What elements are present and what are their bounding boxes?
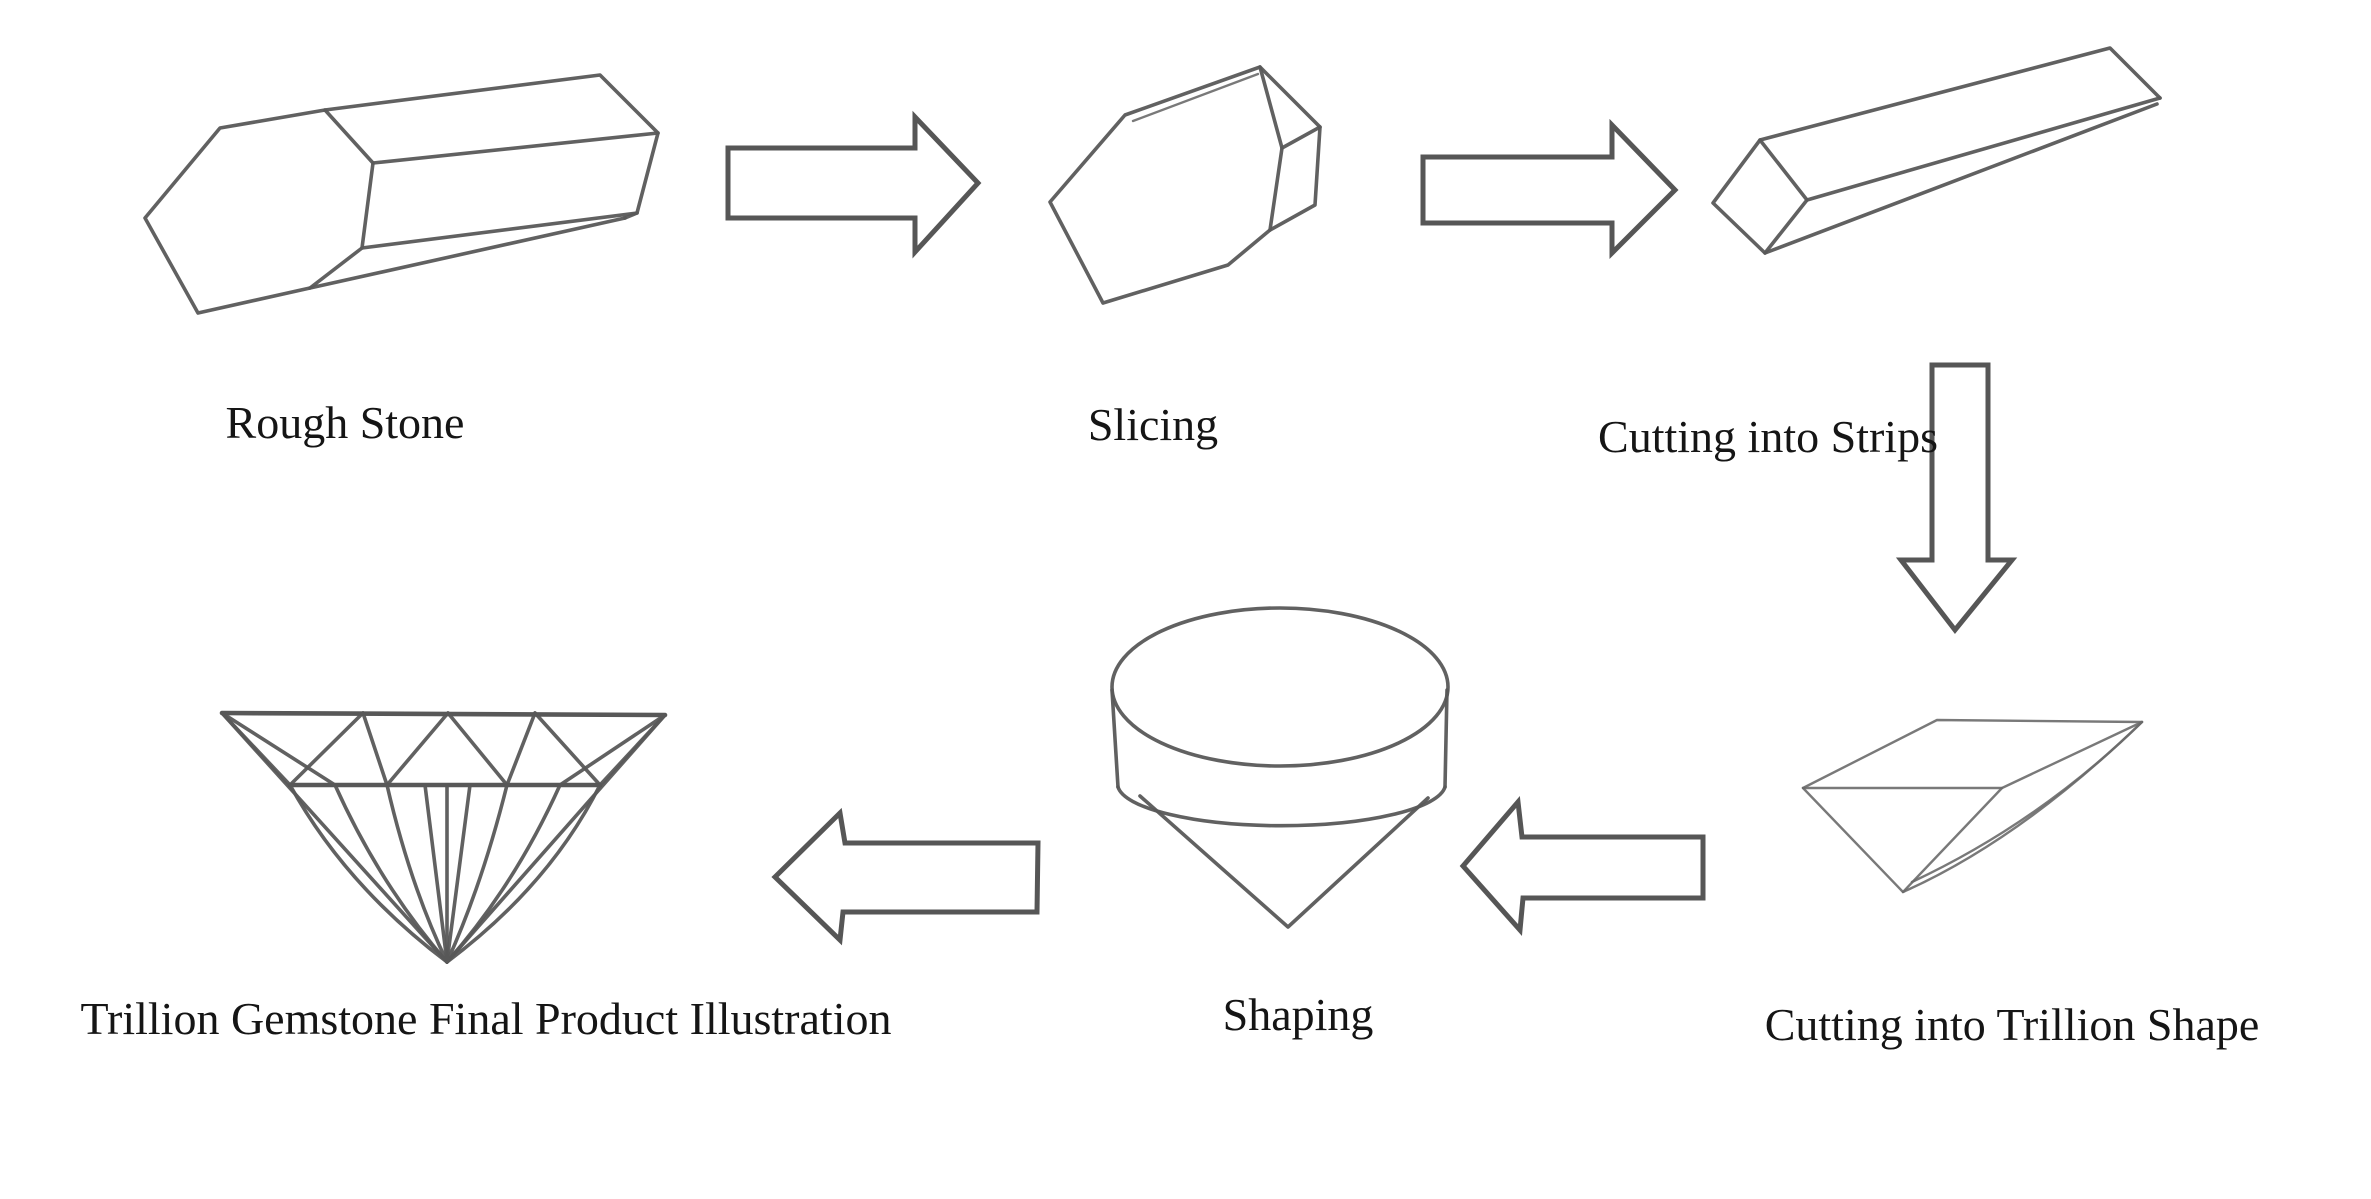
shaping-illustration: [1110, 606, 1450, 929]
label-slicing: Slicing: [1087, 399, 1219, 450]
arrow-left-icon: [1459, 796, 1706, 936]
arrow-left-icon: [771, 807, 1041, 946]
label-final-product: Trillion Gemstone Final Product Illustra…: [80, 993, 892, 1044]
label-rough-stone: Rough Stone: [225, 397, 465, 448]
trillion-cut-illustration: [1801, 718, 2144, 894]
label-cutting-into-strips: Cutting into Strips: [1598, 411, 1938, 462]
slicing-illustration: [1048, 65, 1322, 305]
label-shaping: Shaping: [1222, 989, 1374, 1040]
arrow-down-icon: [1895, 362, 2018, 635]
strips-illustration: [1711, 46, 2162, 255]
final-gem-illustration: [219, 710, 668, 964]
arrow-right-icon: [725, 110, 982, 259]
label-cutting-into-trillion-shape: Cutting into Trillion Shape: [1764, 999, 2260, 1050]
rough-stone-illustration: [143, 73, 660, 315]
arrow-right-icon: [1420, 118, 1679, 260]
